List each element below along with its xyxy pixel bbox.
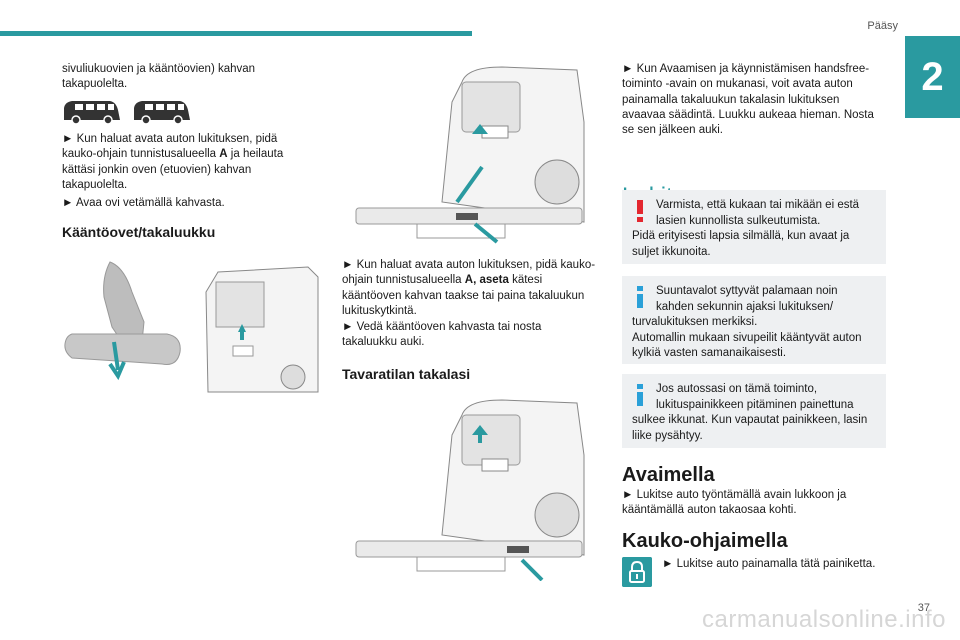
watermark-logo: carmanualsonline.info bbox=[702, 606, 946, 633]
van-side-icon bbox=[64, 101, 120, 125]
info1-line-3: Automallin mukaan sivupeilit kääntyvät a… bbox=[632, 331, 862, 360]
exclamation-icon bbox=[637, 200, 643, 222]
padlock-icon bbox=[622, 557, 652, 587]
tailgate-illustration-top bbox=[355, 66, 585, 244]
middle-paragraph-2: ► Vedä kääntöoven kahvasta tai nosta tak… bbox=[342, 321, 542, 349]
info1-line-2: turvalukituksen merkiksi. bbox=[632, 316, 758, 328]
info-text-2: Jos autossasi on tämä toiminto, lukitusp… bbox=[632, 382, 876, 444]
heading-avaimella: Avaimella bbox=[622, 464, 715, 486]
info2-line-2: sulkee ikkunat. Kun vapautat painikkeen,… bbox=[632, 414, 868, 442]
warning-note: Varmista, että kukaan tai mikään ei estä… bbox=[622, 190, 886, 264]
warning-line-2: Pidä erityisesti lapsia silmällä, kun av… bbox=[632, 230, 850, 258]
info1-line-1: Suuntavalot syttyvät palamaan noin kahde… bbox=[656, 285, 838, 313]
left-p2-text: ► Kun haluat avata auton lukituksen, pid… bbox=[62, 133, 278, 161]
info-note-2: Jos autossasi on tämä toiminto, lukitusp… bbox=[622, 374, 886, 448]
heading-kauko: Kauko-ohjaimella bbox=[622, 530, 788, 552]
van-rear-illustration bbox=[205, 266, 319, 393]
left-paragraph-3: ► Avaa ovi vetämällä kahvasta. bbox=[62, 197, 225, 209]
warning-text: Varmista, että kukaan tai mikään ei estä… bbox=[632, 198, 876, 260]
info-note-1: Suuntavalot syttyvät palamaan noin kahde… bbox=[622, 276, 886, 364]
middle-p1-text: ► Kun haluat avata auton lukituksen, pid… bbox=[342, 259, 596, 287]
warning-line-1: Varmista, että kukaan tai mikään ei estä… bbox=[656, 199, 860, 227]
heading-tavaratilan: Tavaratilan takalasi bbox=[342, 366, 471, 382]
left-p2-bold: A bbox=[219, 148, 228, 161]
section-title: Pääsy bbox=[867, 20, 898, 32]
chapter-badge: 2 bbox=[905, 36, 960, 118]
van-side-icons bbox=[64, 101, 190, 125]
page-number: 37 bbox=[917, 602, 930, 614]
info-icon bbox=[637, 286, 643, 308]
avaimella-paragraph: ► Lukitse auto työntämällä avain lukkoon… bbox=[622, 489, 847, 517]
left-paragraph-2: ► Kun haluat avata auton lukituksen, pid… bbox=[62, 132, 302, 193]
left-paragraph-1: sivuliukuovien ja kääntöovien) kahvan ta… bbox=[62, 63, 256, 91]
info-icon bbox=[637, 384, 643, 406]
heading-kaantoovet: Kääntöovet/takaluukku bbox=[62, 224, 216, 240]
middle-p1-end: kätesi kääntöoven kahvan taakse tai pain… bbox=[342, 274, 585, 317]
middle-paragraph-1: ► Kun haluat avata auton lukituksen, pid… bbox=[342, 258, 597, 319]
tailgate-illustration-bottom bbox=[355, 399, 585, 581]
left-p2-end: ja heilauta kättäsi jonkin oven (etuovie… bbox=[62, 148, 284, 191]
handle-illustration bbox=[64, 261, 181, 381]
middle-p1-bold: A, aseta bbox=[464, 274, 509, 287]
right-paragraph-1: ► Kun Avaamisen ja käynnistämisen handsf… bbox=[622, 63, 874, 137]
header-accent-bar bbox=[0, 31, 472, 36]
kauko-paragraph: ► Lukitse auto painamalla tätä painikett… bbox=[662, 558, 876, 570]
van-side-icon bbox=[134, 101, 190, 125]
info2-line-1: Jos autossasi on tämä toiminto, lukitusp… bbox=[656, 383, 854, 411]
info-text-1: Suuntavalot syttyvät palamaan noin kahde… bbox=[632, 284, 876, 362]
